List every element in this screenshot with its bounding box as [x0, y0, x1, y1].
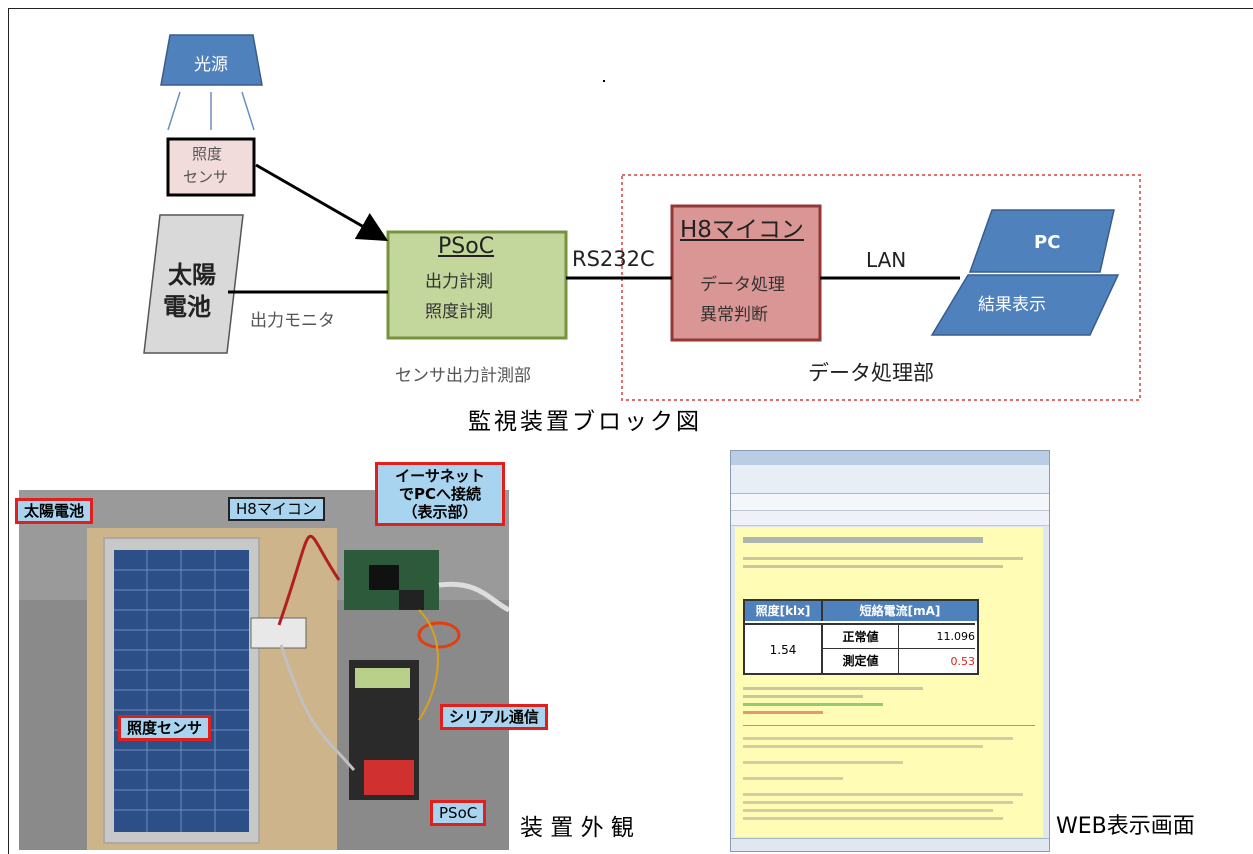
sensor-to-psoc-arrow: [255, 163, 389, 241]
table-header-current: 短絡電流[mA]: [823, 601, 977, 621]
illuminance-sensor-label-1: 照度: [192, 145, 223, 163]
data-processing-frame: [621, 174, 1141, 401]
lan-label: LAN: [866, 248, 907, 272]
web-text-line: [743, 711, 823, 714]
table-cell-measured-label: 測定値: [823, 648, 899, 674]
device-photo-drawing: [19, 490, 509, 850]
browser-bookmarks: [731, 511, 1049, 526]
browser-statusbar: [731, 838, 1049, 851]
light-source-shape: [160, 34, 263, 86]
web-content: 照度[klx] 短絡電流[mA] 1.54 正常値 11.096 測定値 0.5…: [735, 527, 1043, 837]
table-header-illuminance: 照度[klx]: [745, 601, 823, 621]
web-text-line: [743, 557, 1023, 560]
web-text-line: [743, 801, 1013, 804]
web-text-line: [743, 737, 1013, 740]
block-diagram-caption: 監視装置ブロック図: [468, 409, 702, 435]
psoc-title: PSoC: [438, 234, 495, 259]
web-text-line: [743, 695, 863, 698]
browser-toolbar: [731, 465, 1049, 494]
callout-serial: シリアル通信: [440, 704, 548, 730]
rs232c-label: RS232C: [572, 247, 655, 271]
web-text-line: [743, 817, 1003, 820]
illuminance-sensor-box: [166, 137, 256, 197]
illuminance-sensor-label-2: センサ: [183, 168, 229, 186]
light-ray: [167, 91, 181, 131]
table-cell-illuminance: 1.54: [745, 623, 823, 675]
web-text-line: [743, 777, 843, 780]
web-text-line: [743, 565, 1003, 568]
stray-dot: [603, 80, 605, 82]
callout-ethernet-line-3: （表示部）: [402, 503, 478, 521]
table-cell-normal-value: 11.096: [899, 623, 975, 649]
pc-result-label: 結果表示: [978, 295, 1046, 315]
callout-ethernet-line-2: でPCへ接続: [398, 485, 481, 503]
pc-monitor-shape: [968, 209, 1115, 273]
pc-label: PC: [1034, 232, 1061, 253]
web-caption: WEB表示画面: [1056, 814, 1195, 839]
callout-solar-cell: 太陽電池: [15, 498, 94, 524]
output-monitor-label: 出力モニタ: [250, 311, 335, 331]
callout-h8: H8マイコン: [228, 497, 325, 521]
light-source-label: 光源: [194, 55, 228, 75]
callout-illuminance-sensor: 照度センサ: [118, 715, 212, 741]
browser-menubar: [731, 494, 1049, 511]
solar-cell-shape: [143, 214, 244, 354]
h8-box: [670, 204, 822, 342]
psoc-line-2: 照度計測: [425, 302, 493, 322]
h8-title: H8マイコン: [680, 217, 804, 243]
callout-psoc: PSoC: [430, 800, 487, 826]
device-photo: [19, 490, 509, 850]
table-cell-measured-value: 0.53: [899, 648, 975, 674]
solar-cell-label-1: 太陽: [168, 261, 216, 289]
sensor-unit-caption: センサ出力計測部: [395, 366, 531, 386]
pc-keyboard-shape: [930, 274, 1120, 336]
light-ray: [241, 91, 255, 131]
photo-caption: 装 置 外 観: [520, 815, 634, 841]
web-text-line: [743, 793, 1023, 796]
web-text-line: [743, 687, 923, 690]
callout-ethernet-line-1: イーサネット: [395, 467, 485, 485]
data-unit-caption: データ処理部: [808, 361, 934, 385]
web-text-line: [743, 703, 883, 706]
web-divider: [743, 725, 1035, 726]
web-text-line: [743, 745, 983, 748]
h8-line-1: データ処理: [700, 275, 785, 295]
callout-ethernet: イーサネット でPCへ接続 （表示部）: [375, 462, 505, 526]
measurement-table: 照度[klx] 短絡電流[mA] 1.54 正常値 11.096 測定値 0.5…: [743, 599, 979, 675]
psoc-line-1: 出力計測: [425, 272, 493, 292]
web-heading-line: [743, 537, 983, 543]
web-text-line: [743, 809, 993, 812]
solar-cell-label-2: 電池: [163, 293, 211, 321]
web-text-line: [743, 761, 903, 764]
figure-frame: [8, 8, 1253, 854]
table-cell-normal-label: 正常値: [823, 623, 899, 649]
h8-line-2: 異常判断: [700, 305, 768, 325]
psoc-box: [386, 230, 568, 340]
browser-titlebar: [731, 451, 1049, 465]
web-screenshot: 照度[klx] 短絡電流[mA] 1.54 正常値 11.096 測定値 0.5…: [730, 450, 1050, 852]
